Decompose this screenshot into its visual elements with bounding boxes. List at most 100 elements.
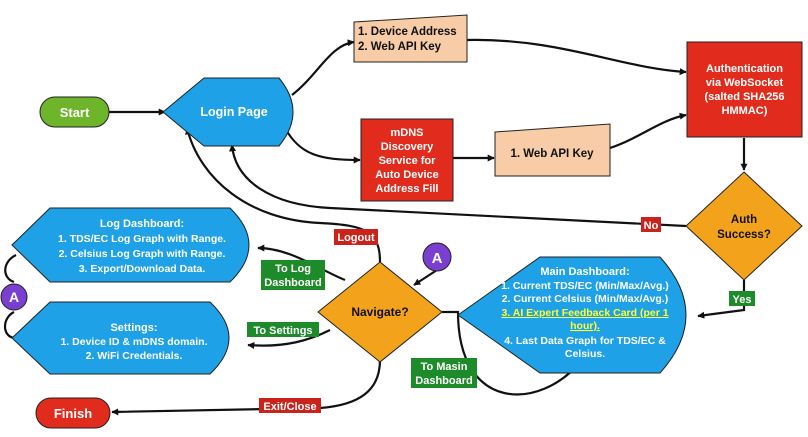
edge-label-no: No: [641, 217, 661, 232]
edges: [3, 38, 748, 416]
auth-line-2: via WebSocket: [706, 77, 784, 89]
edge-labels: No Yes Logout To Log Dashboard To Settin…: [247, 217, 755, 413]
connector-a-right: A: [422, 242, 452, 272]
start-terminal: [39, 96, 110, 128]
edge-navigate-to-finish: [111, 359, 382, 416]
login-label: Login Page: [200, 105, 267, 119]
edge-label-to-main-dashboard-bg: [411, 358, 477, 388]
edge-label-yes: Yes: [729, 291, 755, 306]
node-login: Login Page: [162, 77, 294, 147]
edge-label-exit-close: Exit/Close: [259, 398, 321, 413]
finish-label: Finish: [54, 406, 92, 421]
edge-label-to-log-dashboard: To Log Dashboard: [261, 260, 325, 290]
auth-success-line-2: Success?: [717, 229, 771, 241]
device-input-line-2: 2. Web API Key: [358, 41, 442, 53]
node-auth-success: Auth Success?: [685, 171, 803, 281]
edge-label-yes-bg: [729, 291, 755, 306]
navigate-label: Navigate?: [351, 305, 408, 319]
navigate-diamond: [317, 261, 443, 363]
edge-label-exit-close-text: Exit/Close: [263, 401, 316, 413]
main-dashboard-display-shape: [457, 256, 687, 374]
node-settings: Settings: 1. Device ID & mDNS domain. 2.…: [11, 301, 230, 375]
main-dashboard-line-3a: 3. AI Expert Feedback Card (per 1: [501, 307, 668, 319]
edge-label-yes-text: Yes: [733, 294, 752, 306]
connector-a-left: A: [0, 283, 28, 311]
edge-label-logout-bg: [334, 229, 378, 245]
edge-navigate-to-main-dashboard: [442, 310, 583, 396]
main-dashboard-line-4a: 4. Last Data Graph for TDS/EC &: [504, 335, 666, 347]
node-auth: Authentication via WebSocket (salted SHA…: [686, 41, 803, 138]
connector-a-circle: [422, 242, 452, 272]
node-main-dashboard: Main Dashboard: 1. Current TDS/EC (Min/M…: [457, 256, 687, 374]
edge-log-to-connector-a: [4, 254, 17, 284]
edge-label-to-main-dashboard-line-1: To Masin: [421, 361, 468, 373]
log-dashboard-line-3: 3. Export/Download Data.: [79, 263, 206, 275]
mdns-line-2: Discovery: [381, 141, 434, 153]
edge-label-to-settings-bg: [247, 322, 319, 337]
edge-login-to-device-input: [291, 39, 355, 96]
edge-connector-a-to-navigate: [413, 269, 438, 286]
connector-a-circle: [0, 283, 28, 311]
finish-terminal: [35, 397, 111, 429]
edge-label-to-settings-text: To Settings: [253, 325, 312, 337]
auth-line-3: (salted SHA256: [704, 91, 784, 103]
api-input-shape: [494, 123, 611, 177]
login-display-shape: [162, 77, 294, 147]
edge-label-to-settings: To Settings: [247, 322, 319, 337]
auth-process-box: [686, 41, 803, 138]
mdns-line-1: mDNS: [390, 127, 423, 139]
node-finish: Finish: [35, 397, 111, 429]
main-dashboard-title: Main Dashboard:: [540, 266, 629, 278]
connector-a-label: A: [9, 289, 19, 305]
edge-decision-yes-to-main: [697, 280, 746, 319]
main-dashboard-line-4b: Celsius.: [565, 348, 605, 360]
edge-label-exit-close-bg: [259, 398, 321, 413]
auth-line-4: HMMAC): [722, 105, 768, 117]
auth-line-1: Authentication: [706, 63, 783, 75]
settings-line-2: 2. WiFi Credentials.: [86, 350, 183, 362]
edge-label-to-log-dashboard-bg: [261, 260, 325, 290]
auth-success-line-1: Auth: [731, 214, 757, 226]
main-dashboard-line-1: 1. Current TDS/EC (Min/Max/Avg.): [501, 280, 669, 292]
mdns-line-5: Address Fill: [376, 183, 439, 195]
node-navigate: Navigate?: [317, 261, 443, 363]
device-input-shape: [353, 14, 468, 63]
edge-label-no-text: No: [644, 220, 659, 232]
mdns-line-4: Auto Device: [375, 169, 439, 181]
log-dashboard-line-2: 2. Celsius Log Graph with Range.: [59, 248, 226, 260]
api-input-label: 1. Web API Key: [510, 148, 594, 160]
edge-label-to-log-dashboard-line-2: Dashboard: [264, 277, 321, 289]
node-mdns: mDNS Discovery Service for Auto Device A…: [360, 118, 454, 202]
edge-label-logout: Logout: [334, 229, 378, 245]
log-dashboard-display-shape: [11, 207, 250, 283]
node-start: Start: [39, 96, 110, 128]
node-device-input: 1. Device Address 2. Web API Key: [353, 14, 468, 63]
start-label: Start: [60, 105, 90, 120]
connector-a-label: A: [432, 250, 443, 267]
log-dashboard-line-1: 1. TDS/EC Log Graph with Range.: [58, 233, 226, 245]
edge-login-to-mdns: [284, 127, 361, 164]
edge-label-no-bg: [641, 217, 661, 232]
edge-connector-a-to-settings: [3, 311, 15, 340]
node-api-input: 1. Web API Key: [494, 123, 611, 177]
edge-label-to-main-dashboard-line-2: Dashboard: [415, 375, 472, 387]
log-dashboard-title: Log Dashboard:: [100, 218, 184, 230]
edge-label-logout-text: Logout: [337, 232, 375, 244]
settings-display-shape: [11, 301, 230, 375]
main-dashboard-line-2: 2. Current Celsius (Min/Max/Avg.): [502, 293, 668, 305]
settings-title: Settings:: [110, 322, 157, 334]
edge-navigate-to-settings: [247, 329, 331, 349]
device-input-line-1: 1. Device Address: [358, 26, 457, 38]
mdns-process-box: [360, 118, 454, 202]
settings-line-1: 1. Device ID & mDNS domain.: [60, 336, 207, 348]
edge-api-input-to-auth: [609, 112, 687, 150]
auth-success-diamond: [685, 171, 803, 281]
edge-device-input-to-auth: [466, 38, 687, 76]
edge-label-to-log-dashboard-line-1: To Log: [275, 263, 311, 275]
main-dashboard-line-3b: hour).: [570, 320, 600, 332]
edge-decision-no-to-login: [229, 144, 687, 228]
node-log-dashboard: Log Dashboard: 1. TDS/EC Log Graph with …: [11, 207, 250, 283]
mdns-line-3: Service for: [379, 155, 437, 167]
edge-label-to-main-dashboard: To Masin Dashboard: [411, 358, 477, 388]
